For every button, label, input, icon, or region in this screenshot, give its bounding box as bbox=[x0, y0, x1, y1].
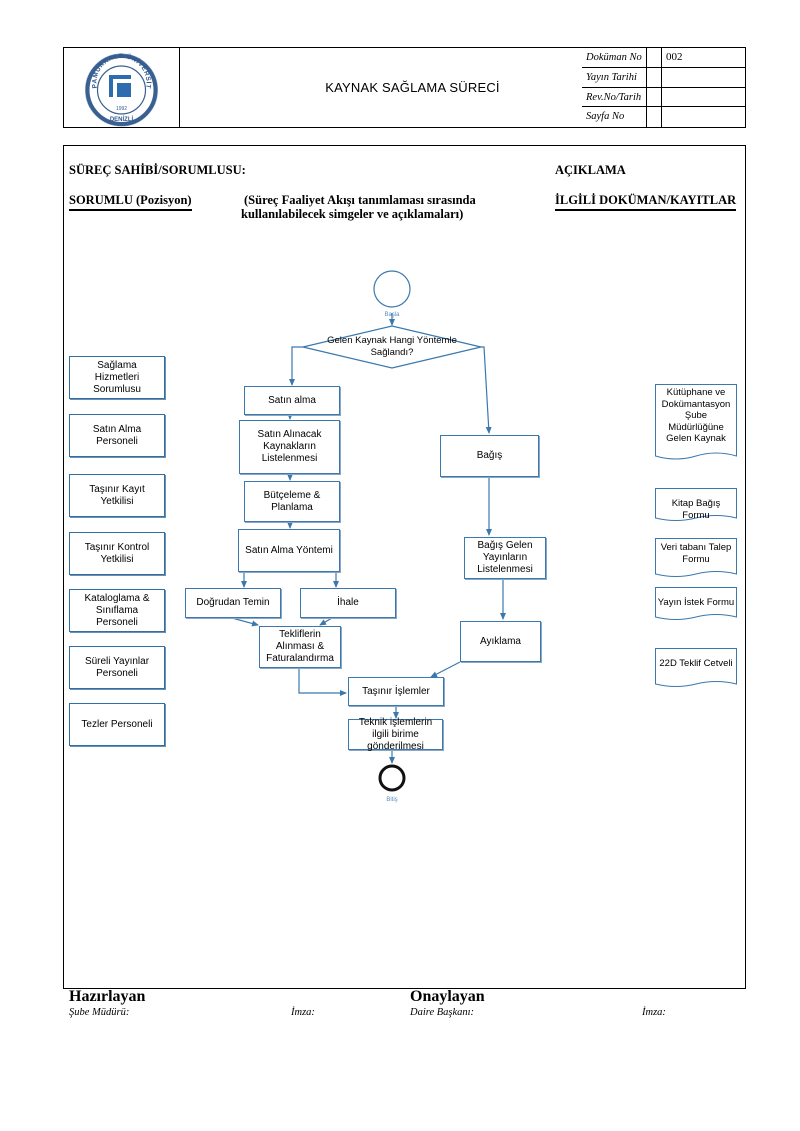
prepared-signature: İmza: bbox=[291, 1007, 315, 1018]
responsible-label: SORUMLU (Pozisyon) bbox=[69, 193, 192, 211]
logo-city: DENİZLİ bbox=[110, 116, 134, 123]
decision-label: Gelen Kaynak Hangi Yöntemle Sağlandı? bbox=[327, 335, 457, 358]
meta-value-rev bbox=[662, 88, 746, 108]
document-header: PAMUKKALE ÜNİVERSİTESİ 1992 DENİZLİ KAYN… bbox=[62, 42, 746, 128]
step-tender: İhale bbox=[300, 588, 396, 618]
owner-label: SÜREÇ SAHİBİ/SORUMLUSU: bbox=[69, 163, 246, 177]
document-shape-icon bbox=[655, 648, 737, 687]
role-cataloging-staff: Kataloglama & Sınıflama Personeli bbox=[69, 589, 165, 632]
prepared-role: Şube Müdürü: bbox=[69, 1007, 130, 1018]
step-donation: Bağış bbox=[440, 435, 539, 477]
start-label: Başla bbox=[384, 312, 400, 318]
flow-desc-line2: kullanılabilecek simgeler ve açıklamalar… bbox=[241, 207, 464, 221]
decision-node bbox=[302, 325, 482, 369]
process-frame bbox=[63, 145, 746, 989]
doc-donation-form: Kitap Bağış Formu bbox=[655, 488, 737, 524]
doc-publication-request-label: Yayın İstek Formu bbox=[657, 597, 735, 608]
doc-offer-table: 22D Teklif Cetveli bbox=[655, 648, 737, 690]
logo-year: 1992 bbox=[116, 106, 127, 112]
meta-labels: Doküman No Yayın Tarihi Rev.No/Tarih Say… bbox=[582, 48, 662, 127]
role-periodicals-staff: Süreli Yayınlar Personeli bbox=[69, 646, 165, 689]
doc-database-request-label: Veri tabanı Talep Formu bbox=[660, 542, 732, 565]
meta-values: 002 bbox=[661, 48, 746, 127]
step-purchase: Satın alma bbox=[244, 386, 340, 415]
doc-database-request: Veri tabanı Talep Formu bbox=[655, 538, 737, 580]
doc-incoming-resource: Kütüphane ve Dokümantasyon Şube Müdürlüğ… bbox=[655, 384, 737, 464]
step-direct-procurement: Doğrudan Temin bbox=[185, 588, 281, 618]
doc-incoming-resource-label: Kütüphane ve Dokümantasyon Şube Müdürlüğ… bbox=[661, 387, 731, 444]
meta-label-page: Sayfa No bbox=[586, 111, 625, 123]
step-method: Satın Alma Yöntemi bbox=[238, 529, 340, 572]
document-shape-icon bbox=[655, 587, 737, 620]
doc-offer-table-label: 22D Teklif Cetveli bbox=[659, 658, 733, 669]
prepared-label: Hazırlayan bbox=[69, 988, 146, 1005]
doc-donation-form-label: Kitap Bağış Formu bbox=[671, 498, 721, 521]
step-offers: Tekliflerin Alınması & Faturalandırma bbox=[259, 626, 341, 668]
doc-publication-request: Yayın İstek Formu bbox=[655, 587, 737, 623]
meta-label-pub-date: Yayın Tarihi bbox=[582, 68, 662, 88]
end-node bbox=[378, 764, 406, 792]
role-purchasing-staff: Satın Alma Personeli bbox=[69, 414, 165, 457]
docs-label: İLGİLİ DOKÜMAN/KAYITLAR bbox=[555, 193, 737, 211]
approved-signature: İmza: bbox=[642, 1007, 666, 1018]
role-theses-staff: Tezler Personeli bbox=[69, 703, 165, 746]
university-logo: PAMUKKALE ÜNİVERSİTESİ 1992 DENİZLİ bbox=[62, 42, 158, 127]
document-title: KAYNAK SAĞLAMA SÜRECİ bbox=[179, 48, 647, 127]
meta-value-doc-no: 002 bbox=[662, 48, 746, 68]
start-node bbox=[373, 270, 411, 308]
approved-role: Daire Başkanı: bbox=[410, 1007, 475, 1018]
flow-desc-line1: (Süreç Faaliyet Akışı tanımlaması sırası… bbox=[244, 193, 476, 207]
role-inventory-control: Taşınır Kontrol Yetkilisi bbox=[69, 532, 165, 575]
step-budget: Bütçeleme & Planlama bbox=[244, 481, 340, 522]
step-weeding: Ayıklama bbox=[460, 621, 541, 662]
meta-label-rev: Rev.No/Tarih bbox=[582, 88, 662, 108]
explanation-label: AÇIKLAMA bbox=[555, 163, 626, 177]
role-supply-manager: Sağlama Hizmetleri Sorumlusu bbox=[69, 356, 165, 399]
end-label: Bitiş bbox=[386, 797, 398, 803]
step-listing: Satın Alınacak Kaynakların Listelenmesi bbox=[239, 420, 340, 474]
approved-label: Onaylayan bbox=[410, 988, 485, 1005]
meta-label-doc-no: Doküman No bbox=[582, 48, 662, 68]
step-donation-list: Bağış Gelen Yayınların Listelenmesi bbox=[464, 537, 546, 579]
logo-cell: PAMUKKALE ÜNİVERSİTESİ 1992 DENİZLİ bbox=[62, 42, 180, 127]
role-inventory-record: Taşınır Kayıt Yetkilisi bbox=[69, 474, 165, 517]
document-shape-icon bbox=[655, 384, 737, 460]
step-technical: Teknik işlemlerin ilgili birime gönderil… bbox=[348, 717, 443, 752]
meta-value-pub-date bbox=[662, 68, 746, 88]
document-shape-icon bbox=[655, 538, 737, 577]
step-inventory: Taşınır İşlemler bbox=[348, 677, 444, 706]
document-shape-icon bbox=[655, 488, 737, 521]
